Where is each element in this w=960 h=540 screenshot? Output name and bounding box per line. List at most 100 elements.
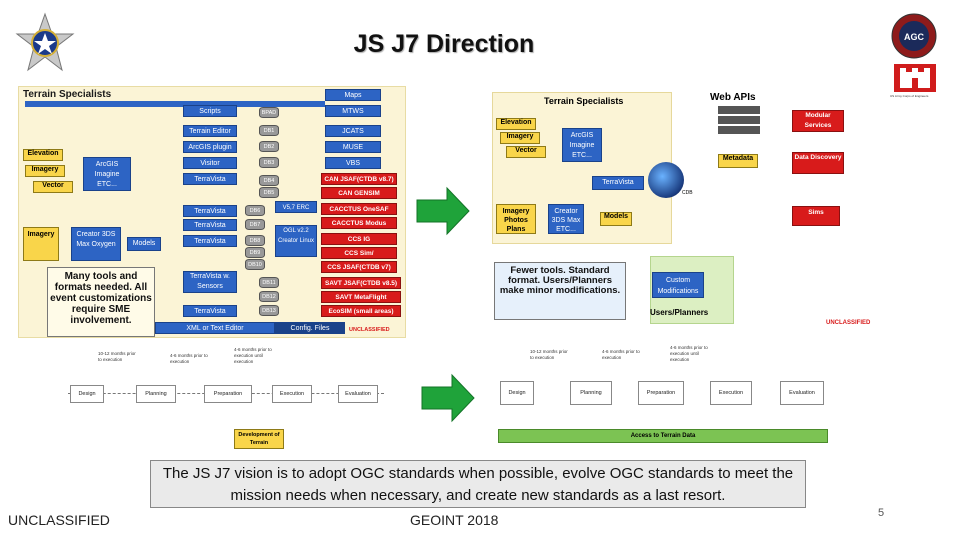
db-3: DB3 bbox=[259, 157, 279, 168]
config-files-box: Config. Files bbox=[275, 322, 345, 334]
legacy-unclassified: UNCLASSIFIED bbox=[349, 327, 390, 333]
arcgis-box: ArcGIS Imagine ETC... bbox=[83, 157, 131, 191]
new-unclassified: UNCLASSIFIED bbox=[826, 320, 871, 326]
db-2: DB2 bbox=[259, 141, 279, 152]
usace-caption: US Army Corps of Engineers bbox=[890, 94, 929, 98]
legacy-note: Many tools and formats needed. All event… bbox=[47, 267, 155, 337]
page-title: JS J7 Direction bbox=[353, 30, 535, 58]
ogl-creator-box: OGL v2.2 Creator Linux bbox=[275, 225, 317, 257]
tl-note-1: 10-12 months prior to execution bbox=[98, 351, 136, 362]
legacy-header: Terrain Specialists bbox=[23, 89, 112, 100]
new-input-imagery: Imagery bbox=[500, 132, 540, 144]
models-box: Models bbox=[127, 237, 161, 251]
db-7: DB7 bbox=[245, 219, 265, 230]
tl-evaluation: Evaluation bbox=[338, 385, 378, 403]
tool-terravista-sensors: TerraVista w. Sensors bbox=[183, 271, 237, 293]
new-input-vector: Vector bbox=[506, 146, 546, 158]
tr-design: Design bbox=[500, 381, 534, 405]
tool-terrain-editor: Terrain Editor bbox=[183, 125, 237, 137]
out-savt-jsaf: SAVT JSAF(CTDB v8.5) bbox=[321, 277, 401, 289]
tr-note-3: 4-6 months prior to execution until exec… bbox=[670, 345, 708, 362]
out-muse: MUSE bbox=[325, 141, 381, 153]
page-number: 5 bbox=[878, 507, 885, 519]
new-header: Terrain Specialists bbox=[544, 96, 624, 106]
tool-terravista-2: TerraVista bbox=[183, 205, 237, 217]
caption-box: The JS J7 vision is to adopt OGC standar… bbox=[150, 460, 806, 508]
custom-modifications-box: Custom Modifications bbox=[652, 272, 704, 298]
input-imagery: Imagery bbox=[25, 165, 65, 177]
db-11: DB11 bbox=[259, 277, 279, 288]
out-cacctus-modus: CACCTUS Modus bbox=[321, 217, 397, 229]
tl-preparation: Preparation bbox=[204, 385, 252, 403]
out-cacctus-onesaf: CACCTUS OneSAF bbox=[321, 203, 397, 215]
db-8: DB8 bbox=[245, 235, 265, 246]
footer-geoint: GEOINT 2018 bbox=[410, 512, 499, 528]
tool-scripts: Scripts bbox=[183, 105, 237, 117]
tool-terravista-5: TerraVista bbox=[183, 305, 237, 317]
out-savt-metaflight: SAVT MetaFlight bbox=[321, 291, 401, 303]
tl-note-2: 4-6 months prior to execution bbox=[170, 353, 208, 364]
db-12: DB12 bbox=[259, 291, 279, 302]
input-vector: Vector bbox=[33, 181, 73, 193]
out-can-gensim: CAN GENSIM bbox=[321, 187, 397, 199]
xml-editor-box: XML or Text Editor bbox=[155, 322, 275, 334]
users-planners-label: Users/Planners bbox=[650, 308, 709, 317]
arrow-right-1 bbox=[415, 186, 471, 241]
out-can-jsaf: CAN JSAF(CTDB v8.7) bbox=[321, 173, 397, 185]
tr-note-1: 10-12 months prior to execution bbox=[530, 349, 568, 360]
tr-note-2: 4-6 months prior to execution bbox=[602, 349, 640, 360]
arrow-right-2 bbox=[420, 373, 476, 428]
out-ccs-ig: CCS IG bbox=[321, 233, 397, 245]
new-models-box: Models bbox=[600, 212, 632, 226]
svg-text:AGC: AGC bbox=[904, 32, 925, 42]
api-stack bbox=[718, 106, 768, 134]
tl-note-3: 4-6 months prior to execution until exec… bbox=[234, 347, 272, 364]
agc-seal: AGC bbox=[890, 12, 938, 60]
db-1: DB1 bbox=[259, 125, 279, 136]
timeline-right: Design Planning Preparation Execution Ev… bbox=[496, 343, 830, 445]
tool-terravista-3: TerraVista bbox=[183, 219, 237, 231]
out-ccs-sim: CCS Sim/ bbox=[321, 247, 397, 259]
data-discovery-box: Data Discovery bbox=[792, 152, 844, 174]
footer-unclassified: UNCLASSIFIED bbox=[8, 512, 110, 528]
tool-terravista-4: TerraVista bbox=[183, 235, 237, 247]
creator-box: Creator 3DS Max Oxygen bbox=[71, 227, 121, 261]
db-5: DB5 bbox=[259, 187, 279, 198]
sims-box: Sims bbox=[792, 206, 840, 226]
cdb-label: CDB bbox=[682, 190, 693, 196]
new-arcgis-box: ArcGIS Imagine ETC... bbox=[562, 128, 602, 162]
db-bpad: BPAD bbox=[259, 107, 279, 118]
tl-execution: Execution bbox=[272, 385, 312, 403]
timeline-left: Design Planning Preparation Execution Ev… bbox=[60, 345, 400, 455]
db-13: DB13 bbox=[259, 305, 279, 316]
v57-erc-box: V5,7 ERC bbox=[275, 201, 317, 213]
out-ccs-jsaf: CCS JSAF(CTDB v7) bbox=[321, 261, 397, 273]
tl-development-of-terrain: Development of Terrain bbox=[234, 429, 284, 449]
legacy-workflow-diagram: Terrain Specialists Elevation Imagery Ve… bbox=[18, 86, 406, 338]
tl-design: Design bbox=[70, 385, 104, 403]
out-maps: Maps bbox=[325, 89, 381, 101]
tool-visitor: Visitor bbox=[183, 157, 237, 169]
tool-arcgis-plugin: ArcGIS plugin bbox=[183, 141, 237, 153]
modular-services-box: Modular Services bbox=[792, 110, 844, 132]
out-ecosim: EcoSIM (small areas) bbox=[321, 305, 401, 317]
cdb-globe-icon bbox=[648, 162, 684, 198]
db-9: DB9 bbox=[245, 247, 265, 258]
input-imagery-photos: Imagery bbox=[23, 227, 59, 261]
usace-castle-logo bbox=[894, 64, 936, 92]
tr-evaluation: Evaluation bbox=[780, 381, 824, 405]
input-elevation: Elevation bbox=[23, 149, 63, 161]
new-terravista-box: TerraVista bbox=[592, 176, 644, 190]
tr-access-terrain-data: Access to Terrain Data bbox=[498, 429, 828, 443]
tr-execution: Execution bbox=[710, 381, 752, 405]
db-4: DB4 bbox=[259, 175, 279, 186]
metadata-box: Metadata bbox=[718, 154, 758, 168]
tool-terravista-1: TerraVista bbox=[183, 173, 237, 185]
tl-planning: Planning bbox=[136, 385, 176, 403]
new-workflow-diagram: Terrain Specialists Web APIs Elevation I… bbox=[492, 86, 892, 326]
out-jcats: JCATS bbox=[325, 125, 381, 137]
new-input-elevation: Elevation bbox=[496, 118, 536, 130]
joint-staff-seal bbox=[14, 12, 76, 74]
webapis-label: Web APIs bbox=[710, 92, 756, 103]
out-vbs: VBS bbox=[325, 157, 381, 169]
